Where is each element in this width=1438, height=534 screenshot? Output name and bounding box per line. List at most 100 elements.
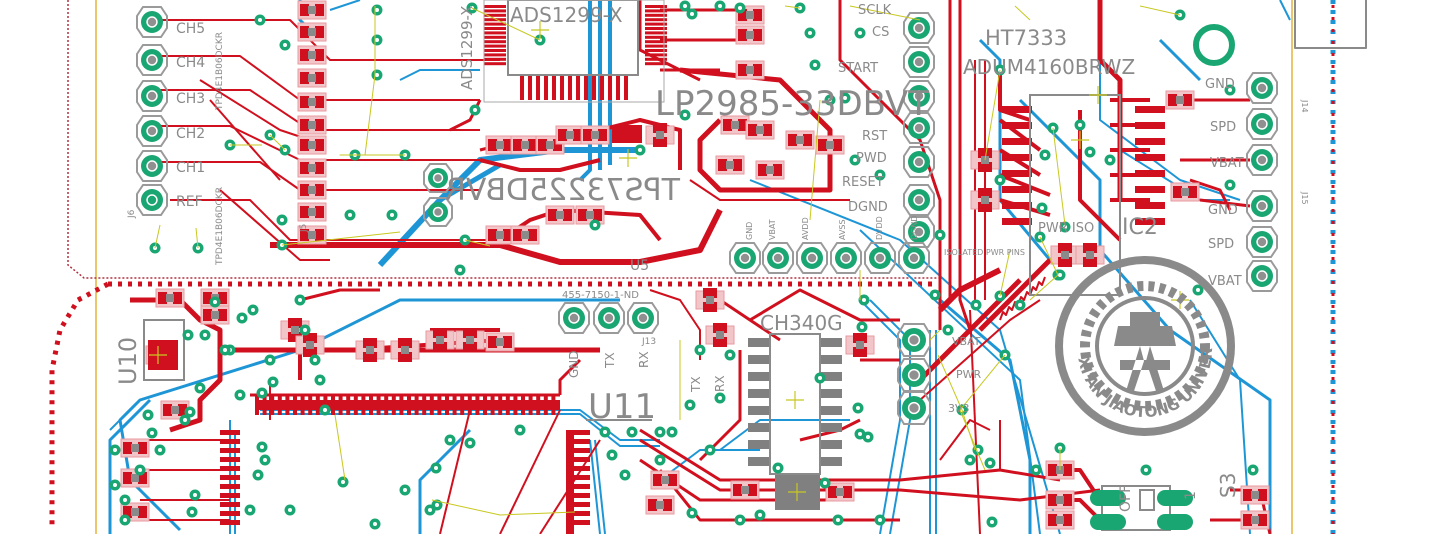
pads-layer: [120, 0, 1278, 530]
pin-hole: [1256, 270, 1268, 282]
smd-pad: [300, 4, 309, 16]
smd-pin: [429, 395, 434, 415]
smd-pin: [544, 75, 548, 100]
smd-pin: [285, 395, 290, 415]
pin-outline: [1246, 190, 1278, 222]
via-hole: [823, 481, 827, 485]
smd-pad: [315, 139, 324, 151]
smd-pin: [484, 44, 506, 48]
s3-label: S3: [1216, 473, 1240, 498]
smd-pad-center: [308, 231, 316, 239]
switch-pad: [1090, 490, 1126, 506]
pin-hole: [1256, 236, 1268, 248]
ratsnest-line: [784, 5, 801, 9]
smd-pad-center: [656, 501, 664, 509]
pin-outline: [423, 197, 453, 227]
smd-pad-center: [661, 476, 669, 484]
switch-pad: [1090, 514, 1126, 530]
via-hole: [263, 458, 267, 462]
bottom-trace: [859, 229, 1041, 534]
ratsnest-line: [339, 6, 405, 156]
smd-pad-center: [308, 98, 316, 106]
smd-pin: [513, 395, 518, 415]
top-trace: [958, 0, 972, 331]
smd-pin: [600, 75, 604, 100]
smd-pad-center: [171, 406, 179, 414]
mounting-hole: [1193, 24, 1235, 66]
smd-pad: [738, 29, 747, 41]
via-hole: [808, 31, 812, 35]
smd-pad: [1048, 464, 1057, 476]
top-trace: [689, 179, 850, 201]
smd-pin: [414, 395, 419, 415]
soic-pad: [1002, 170, 1032, 177]
smd-pin: [543, 395, 548, 415]
via-hole: [603, 430, 607, 434]
via-hole: [1088, 150, 1092, 154]
top-trace: [998, 70, 1031, 122]
pin-hole: [432, 172, 444, 184]
smd-pad: [173, 292, 182, 304]
via-hole: [593, 223, 597, 227]
pin-hole: [146, 194, 158, 206]
ratsnest-line: [1029, 274, 1059, 301]
smd-pad: [300, 139, 309, 151]
soic-pad: [1135, 186, 1165, 193]
soic-pad: [1002, 154, 1032, 161]
ratsnest-line: [334, 414, 346, 481]
smd-pin: [220, 430, 240, 435]
soic-pad: [748, 440, 770, 449]
soic-pad: [1135, 138, 1165, 145]
pin-label: VBAT: [768, 219, 777, 240]
ch340g-outline: [769, 333, 821, 475]
smd-pin: [220, 511, 240, 516]
smd-pad-center: [1086, 251, 1094, 259]
pin-outline: [903, 216, 935, 248]
vbat-label: VBAT: [952, 335, 981, 348]
bottom-trace: [594, 439, 606, 534]
smd-pad-center: [766, 166, 774, 174]
smd-pin: [584, 75, 588, 100]
smd-pin: [445, 395, 449, 415]
pin-label: RST: [862, 129, 887, 144]
smd-pin: [483, 395, 487, 415]
smd-pad-center: [981, 196, 989, 204]
soic-pad: [820, 338, 842, 347]
smd-pad: [713, 337, 727, 347]
pin-hole: [806, 252, 818, 264]
via-hole: [858, 432, 862, 436]
smd-pad-center: [131, 508, 139, 516]
soic-pad: [748, 406, 770, 415]
tpd-bottom-label: TPD4E1B06DCKR: [215, 187, 225, 266]
ratsnest-line: [464, 239, 491, 247]
via-hole: [670, 430, 674, 434]
j15-labels: GND SPD VBAT: [1208, 203, 1242, 289]
smd-pin: [645, 44, 667, 48]
smd-pad: [573, 129, 582, 141]
via-hole: [878, 518, 882, 522]
smd-pin: [570, 511, 590, 516]
smd-pad: [300, 229, 309, 241]
pin-outline: [136, 80, 168, 112]
soic-pad: [820, 457, 842, 466]
pin-hole: [874, 252, 886, 264]
via-hole: [988, 461, 992, 465]
smd-pad: [583, 129, 592, 141]
top-trace: [838, 0, 942, 330]
pin-hole: [1256, 118, 1268, 130]
soic-pad: [1002, 218, 1032, 225]
smd-pin: [353, 395, 358, 415]
smd-pad: [178, 404, 187, 416]
via-hole: [213, 300, 217, 304]
pin-hole: [913, 156, 925, 168]
pin-hole: [913, 226, 925, 238]
soic-pad: [748, 372, 770, 381]
via-hole: [1144, 468, 1148, 472]
smd-pin: [570, 502, 590, 507]
smd-pad: [303, 333, 317, 343]
ratsnest-line: [984, 69, 1001, 161]
smd-pin: [645, 53, 667, 57]
smd-pin: [570, 484, 590, 489]
smd-pad: [488, 229, 497, 241]
